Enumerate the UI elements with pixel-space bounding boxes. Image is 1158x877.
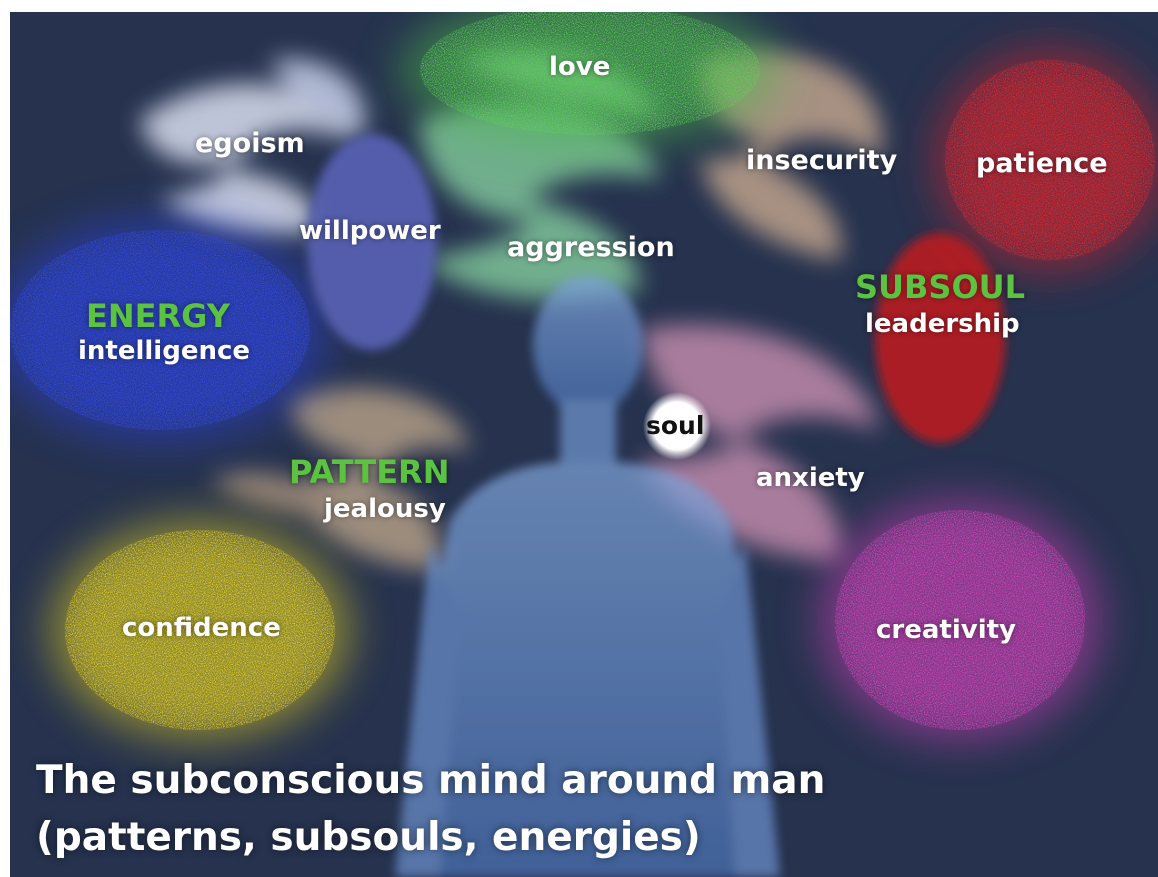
leadership-label: leadership — [865, 309, 1020, 339]
anxiety-label: anxiety — [756, 463, 865, 493]
jealousy-label: jealousy — [324, 494, 446, 524]
title-line-1: The subconscious mind around man — [36, 758, 825, 803]
image-border-left — [0, 0, 10, 877]
insecurity-label: insecurity — [746, 145, 897, 176]
pattern-label: PATTERN — [289, 453, 449, 491]
image-border-top — [0, 0, 1158, 12]
intelligence-label: intelligence — [78, 336, 250, 366]
title-line-2: (patterns, subsouls, energies) — [36, 815, 701, 860]
creativity-label: creativity — [876, 615, 1016, 645]
aggression-label: aggression — [507, 232, 675, 263]
willpower-label: willpower — [299, 216, 441, 246]
energy-label: ENERGY — [86, 297, 230, 335]
soul-label: soul — [646, 411, 704, 440]
patience-label: patience — [976, 148, 1108, 179]
love-label: love — [549, 52, 610, 82]
egoism-label: egoism — [195, 128, 305, 159]
confidence-label: confidence — [122, 613, 281, 643]
subsoul-label: SUBSOUL — [855, 268, 1025, 306]
